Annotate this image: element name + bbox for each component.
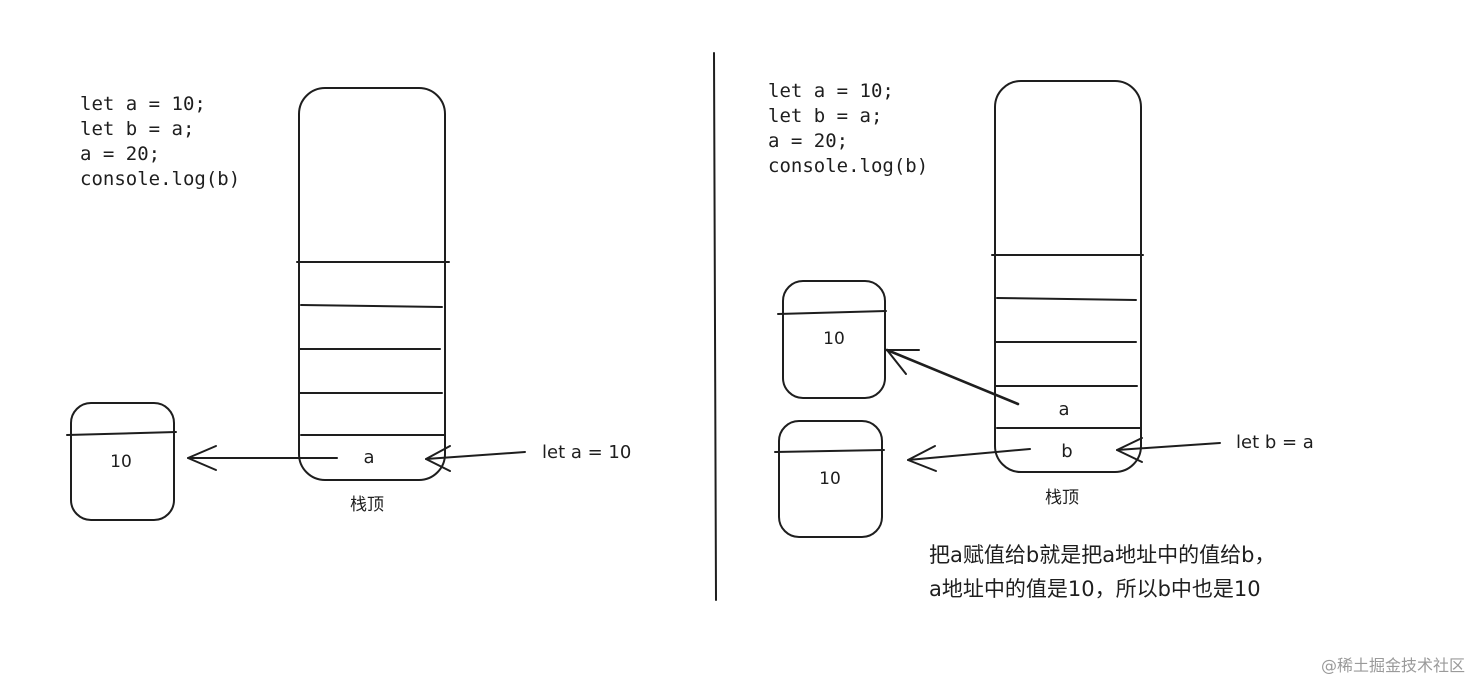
right-heap-box-b: 10 [774,420,885,538]
left-heap-box: 10 [66,402,177,521]
right-reference-arrow-a [885,348,1020,406]
left-stack-divider [300,304,443,308]
right-code-line-1: let a = 10; [768,80,894,102]
left-panel: let a = 10; let b = a; a = 20; console.l… [66,87,631,521]
left-stack: a 栈顶 [296,87,450,515]
right-heap-frame-a [782,280,886,399]
right-stack-slot-b: b [1061,441,1072,462]
right-note-line-2: a地址中的值是10，所以b中也是10 [929,577,1261,601]
right-heap-value-a: 10 [823,329,845,349]
watermark: @稀土掘金技术社区 [1321,656,1465,675]
right-stack-frame [994,80,1142,473]
left-reference-arrow [187,445,338,471]
left-code-line-4: console.log(b) [80,168,240,190]
right-code-line-2: let b = a; [768,105,882,127]
panel-divider [713,52,717,601]
left-heap-divider [66,431,177,436]
left-code-line-2: let b = a; [80,118,194,140]
left-code-line-1: let a = 10; [80,93,206,115]
right-panel: let a = 10; let b = a; a = 20; console.l… [768,80,1314,601]
left-code-block: let a = 10; let b = a; a = 20; console.l… [80,93,240,190]
right-code-block: let a = 10; let b = a; a = 20; console.l… [768,80,928,177]
right-pointer-arrow [1116,437,1221,463]
right-heap-divider-a [777,310,887,315]
right-stack: a b 栈顶 [991,80,1144,508]
right-note-line-1: 把a赋值给b就是把a地址中的值给b， [929,543,1275,567]
right-stack-divider [996,297,1137,301]
left-heap-value: 10 [110,452,132,472]
right-pointer-label: let b = a [1236,432,1314,453]
right-heap-frame-b [778,420,883,538]
left-heap-frame [70,402,175,521]
right-note: 把a赋值给b就是把a地址中的值给b， a地址中的值是10，所以b中也是10 [929,543,1275,601]
right-heap-box-a: 10 [777,280,887,399]
left-stack-slot-a: a [363,447,374,468]
right-stack-slot-a: a [1058,399,1069,420]
left-pointer-arrow [425,445,526,472]
right-heap-value-b: 10 [819,469,841,489]
right-heap-divider-b [774,449,885,453]
right-reference-arrow-b [907,445,1031,472]
left-stack-top-label: 栈顶 [350,495,384,515]
left-pointer-label: let a = 10 [542,442,631,463]
right-code-line-3: a = 20; [768,130,848,152]
left-code-line-3: a = 20; [80,143,160,165]
right-stack-top-label: 栈顶 [1045,488,1079,508]
left-stack-frame [298,87,446,481]
right-code-line-4: console.log(b) [768,155,928,177]
